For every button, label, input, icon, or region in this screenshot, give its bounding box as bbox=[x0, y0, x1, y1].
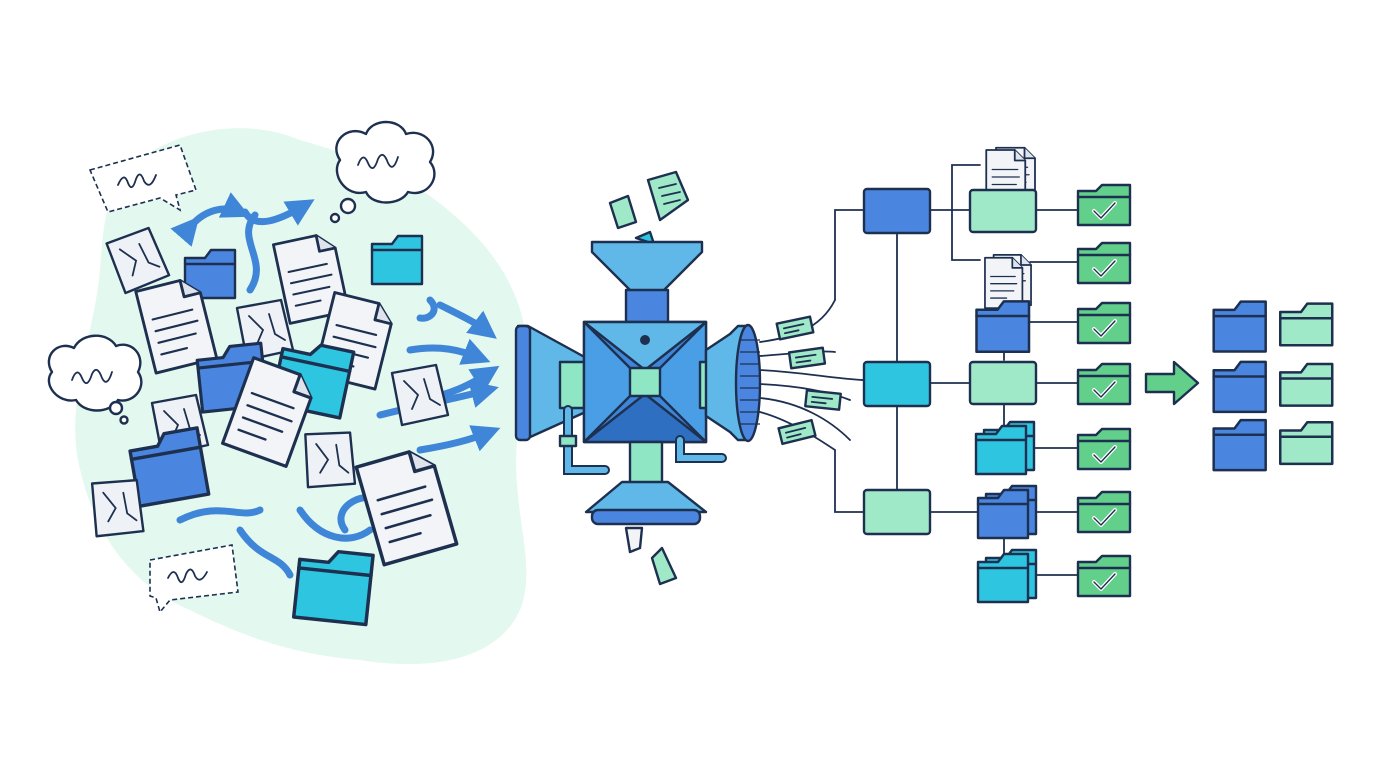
folder-stack-icon bbox=[976, 484, 1038, 540]
root-node-blue bbox=[862, 187, 932, 235]
right-arrow-icon bbox=[1144, 360, 1200, 406]
folder-icon bbox=[1212, 360, 1267, 414]
folder-icon bbox=[291, 546, 375, 627]
chaos-cluster bbox=[47, 120, 528, 665]
organized-folder-grid-icon bbox=[1212, 300, 1334, 472]
sorting-tree bbox=[834, 146, 1132, 604]
label-slip-icon bbox=[804, 389, 842, 411]
folder-icon bbox=[975, 300, 1031, 354]
folder-icon bbox=[370, 234, 424, 286]
thought-cloud-icon bbox=[329, 120, 436, 224]
checked-folder-icon bbox=[1076, 362, 1132, 406]
folder-icon bbox=[1278, 362, 1334, 407]
checked-folder-icon bbox=[1076, 427, 1132, 471]
folder-icon bbox=[1278, 302, 1334, 347]
paper-scrap-icon bbox=[608, 194, 638, 230]
checked-folder-icon bbox=[1076, 554, 1132, 598]
curved-arrow-icon bbox=[170, 192, 501, 579]
checked-folder-icon bbox=[1076, 301, 1132, 345]
root-node-mint bbox=[862, 488, 932, 536]
checked-folder-icon bbox=[1076, 490, 1132, 534]
folder-icon bbox=[1212, 418, 1267, 472]
folder-stack-icon bbox=[976, 548, 1038, 604]
mint-tray-node bbox=[968, 188, 1038, 234]
folder-icon bbox=[1278, 420, 1334, 466]
label-slip-icon bbox=[787, 346, 827, 370]
output-chute-icon bbox=[584, 480, 708, 514]
document-icon bbox=[646, 170, 690, 222]
speech-bubble-icon bbox=[149, 544, 239, 614]
checked-folder-icon bbox=[1076, 183, 1132, 227]
checked-folder-icon bbox=[1076, 241, 1132, 285]
folder-icon bbox=[1212, 300, 1267, 353]
label-slip-icon bbox=[775, 315, 815, 341]
paper-scrap-icon bbox=[650, 546, 678, 586]
label-slip-icon bbox=[777, 418, 817, 446]
output-slips bbox=[759, 299, 863, 451]
thought-cloud-icon bbox=[47, 334, 143, 425]
folder-stack-icon bbox=[974, 420, 1036, 476]
sorter-machine-icon bbox=[514, 170, 863, 586]
root-node-cyan bbox=[862, 360, 932, 408]
mint-tray-node bbox=[968, 360, 1038, 406]
